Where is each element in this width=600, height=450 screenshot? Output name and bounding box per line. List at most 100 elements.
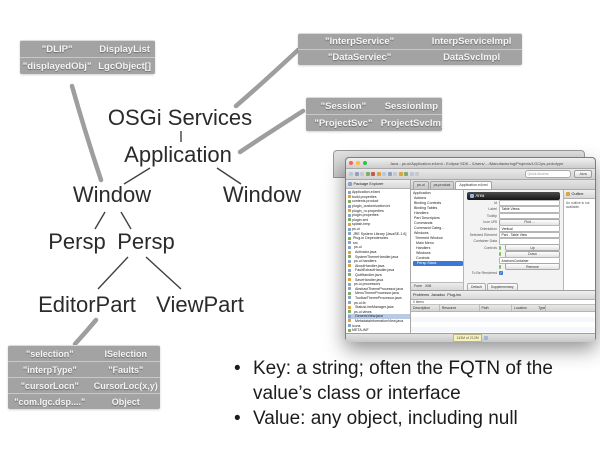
tree-item[interactable]: ps.ui.processors — [348, 282, 410, 287]
kv-value: "Faults" — [108, 364, 144, 375]
last-edit-icon[interactable] — [404, 172, 408, 176]
tree-item[interactable]: Application.e4xmi — [348, 332, 410, 334]
new-wizard-icon[interactable] — [376, 172, 381, 176]
session-box: "Session"SessionImp"ProjectSvc"ProjectSv… — [306, 97, 442, 131]
model-tree-item[interactable]: Persp Stack — [413, 260, 463, 266]
model-tree-item[interactable]: Command Categ… — [413, 226, 463, 231]
tree-item[interactable]: icons — [348, 323, 410, 328]
tree-item[interactable]: FaultExtractHandler.java — [348, 268, 410, 273]
id-field[interactable] — [499, 199, 560, 207]
model-tree-item[interactable]: Windows — [413, 231, 463, 236]
package-explorer-tab[interactable]: Package Explorer — [346, 180, 410, 189]
save-icon[interactable] — [354, 172, 359, 176]
tree-item[interactable]: SaveHandler.java — [348, 277, 410, 282]
problems-column-header[interactable]: Location — [513, 306, 527, 311]
model-tree-item[interactable]: Binding Contexts — [413, 201, 463, 206]
problems-tab[interactable]: Plug-ins — [447, 292, 461, 297]
window-titlebar[interactable]: Java - ps.ui/Application.e4xmi - Eclipse… — [346, 158, 595, 169]
anchors-container-select[interactable]: AnchorsContainer — [499, 257, 560, 264]
tree-item[interactable]: Activator.java — [348, 250, 410, 255]
close-window-icon[interactable] — [349, 161, 353, 165]
minimize-window-icon[interactable] — [356, 161, 360, 165]
problems-tab[interactable]: Javadoc — [431, 292, 446, 297]
model-tree-item[interactable]: Application — [413, 191, 463, 196]
tree-item[interactable]: plugin_customization.ini — [348, 204, 410, 209]
tree-item[interactable]: QuitHandler.java — [348, 273, 410, 278]
zoom-window-icon[interactable] — [363, 161, 367, 165]
back-icon[interactable] — [409, 172, 414, 176]
model-tree-item[interactable]: Binding Tables — [413, 206, 463, 211]
tree-item[interactable]: GenericView.java — [348, 314, 410, 319]
model-tree-item[interactable]: Commands — [413, 221, 463, 226]
eclipse-toolbar[interactable]: Quick Access Java — [346, 169, 595, 180]
model-tree-item[interactable]: Windows — [413, 251, 463, 256]
model-tree-item[interactable]: Handlers — [413, 211, 463, 216]
editor-tab[interactable]: Application.e4xmi — [455, 180, 492, 189]
external-tools-icon[interactable] — [393, 172, 397, 176]
remove-button[interactable]: Remove — [505, 263, 560, 271]
problems-column-header[interactable]: Resource — [440, 305, 480, 312]
model-tree-item[interactable]: Addons — [413, 196, 463, 201]
tree-item[interactable]: MetadataInformationView.java — [348, 319, 410, 324]
outline-tab[interactable]: Outline — [564, 189, 595, 199]
debug-icon[interactable] — [371, 172, 375, 176]
form-tab[interactable]: Default — [467, 282, 486, 290]
tree-item[interactable]: MenuThemeProcessor.java — [348, 291, 410, 296]
tree-item[interactable]: plugin.properties — [348, 213, 410, 218]
editor-tab[interactable]: ps.ui — [413, 180, 429, 189]
tree-item[interactable]: META-INF — [348, 328, 410, 333]
tree-item[interactable]: splash.bmp — [348, 222, 410, 227]
new-icon[interactable] — [349, 172, 353, 176]
tree-item[interactable]: ps.ui.handlers — [348, 259, 410, 264]
problems-column-header[interactable]: Path — [480, 305, 512, 312]
print-icon[interactable] — [360, 172, 364, 176]
model-tree-item[interactable]: Handlers — [413, 246, 463, 251]
tooltip-field[interactable] — [499, 212, 560, 220]
tree-item[interactable]: src — [348, 241, 410, 246]
tree-item[interactable]: Application.e4xmi — [348, 190, 410, 195]
tree-item[interactable]: AboutHandler.java — [348, 264, 410, 269]
tree-item[interactable]: SystemThemeHandler.java — [348, 254, 410, 259]
find-button[interactable]: Find ... — [499, 218, 560, 226]
model-tree-item[interactable]: Part Descriptors — [413, 216, 463, 221]
tree-item[interactable]: JRE System Library [JavaSE-1.6] — [348, 231, 410, 236]
tree-item[interactable]: contexts.product — [348, 199, 410, 204]
down-button[interactable]: Down — [505, 250, 560, 258]
quick-access-input[interactable]: Quick Access — [524, 170, 571, 178]
tree-item[interactable]: Plug-in Dependencies — [348, 236, 410, 241]
form-tab[interactable]: Supplementary — [486, 282, 518, 290]
tree-item[interactable]: ps.ui.tb — [348, 300, 410, 305]
tree-item[interactable]: ps.ui.views — [348, 309, 410, 314]
orientation-select[interactable]: Vertical — [499, 225, 560, 232]
model-tree-item[interactable]: Trimmed Window — [413, 236, 463, 241]
open-type-icon[interactable] — [398, 172, 403, 176]
form-tab[interactable]: Form — [414, 284, 423, 289]
to-be-rendered-checkbox[interactable]: ✓ — [499, 271, 503, 276]
problems-tab[interactable]: Problems — [413, 292, 430, 297]
tree-item[interactable]: StatusLineManager.java — [348, 305, 410, 310]
search-toolbar-icon[interactable] — [382, 172, 386, 176]
coverage-icon[interactable] — [387, 172, 392, 176]
tree-item[interactable]: AbstractThemeProcessor.java — [348, 286, 410, 291]
tree-item[interactable]: build.properties — [348, 195, 410, 200]
tree-item[interactable]: ps.ui — [348, 245, 410, 250]
model-tree-item[interactable]: Main Menu — [413, 241, 463, 246]
tree-item[interactable]: plugin.xml — [348, 218, 410, 223]
problems-column-header[interactable]: Type — [538, 305, 547, 312]
file-icon — [348, 268, 351, 272]
forward-icon[interactable] — [415, 172, 419, 176]
run-icon[interactable] — [365, 172, 370, 176]
xmi-tab[interactable]: XMI — [425, 284, 432, 289]
model-tree-item[interactable]: Controls — [413, 256, 463, 261]
tree-item[interactable]: ToolbarThemeProcessor.java — [348, 296, 410, 301]
editor-tab[interactable]: ps.product — [429, 180, 455, 189]
container-data-field[interactable] — [499, 238, 560, 245]
label-field[interactable]: Table Views — [499, 206, 560, 213]
perspective-button[interactable]: Java — [574, 170, 592, 178]
selected-element-select[interactable]: Part - Table View — [499, 231, 560, 239]
tree-item[interactable]: ps.ui — [348, 227, 410, 232]
garbage-collect-icon[interactable] — [483, 335, 488, 341]
tree-item[interactable]: plugin_ru.properties — [348, 208, 410, 213]
problems-column-header[interactable]: Description — [411, 305, 440, 312]
